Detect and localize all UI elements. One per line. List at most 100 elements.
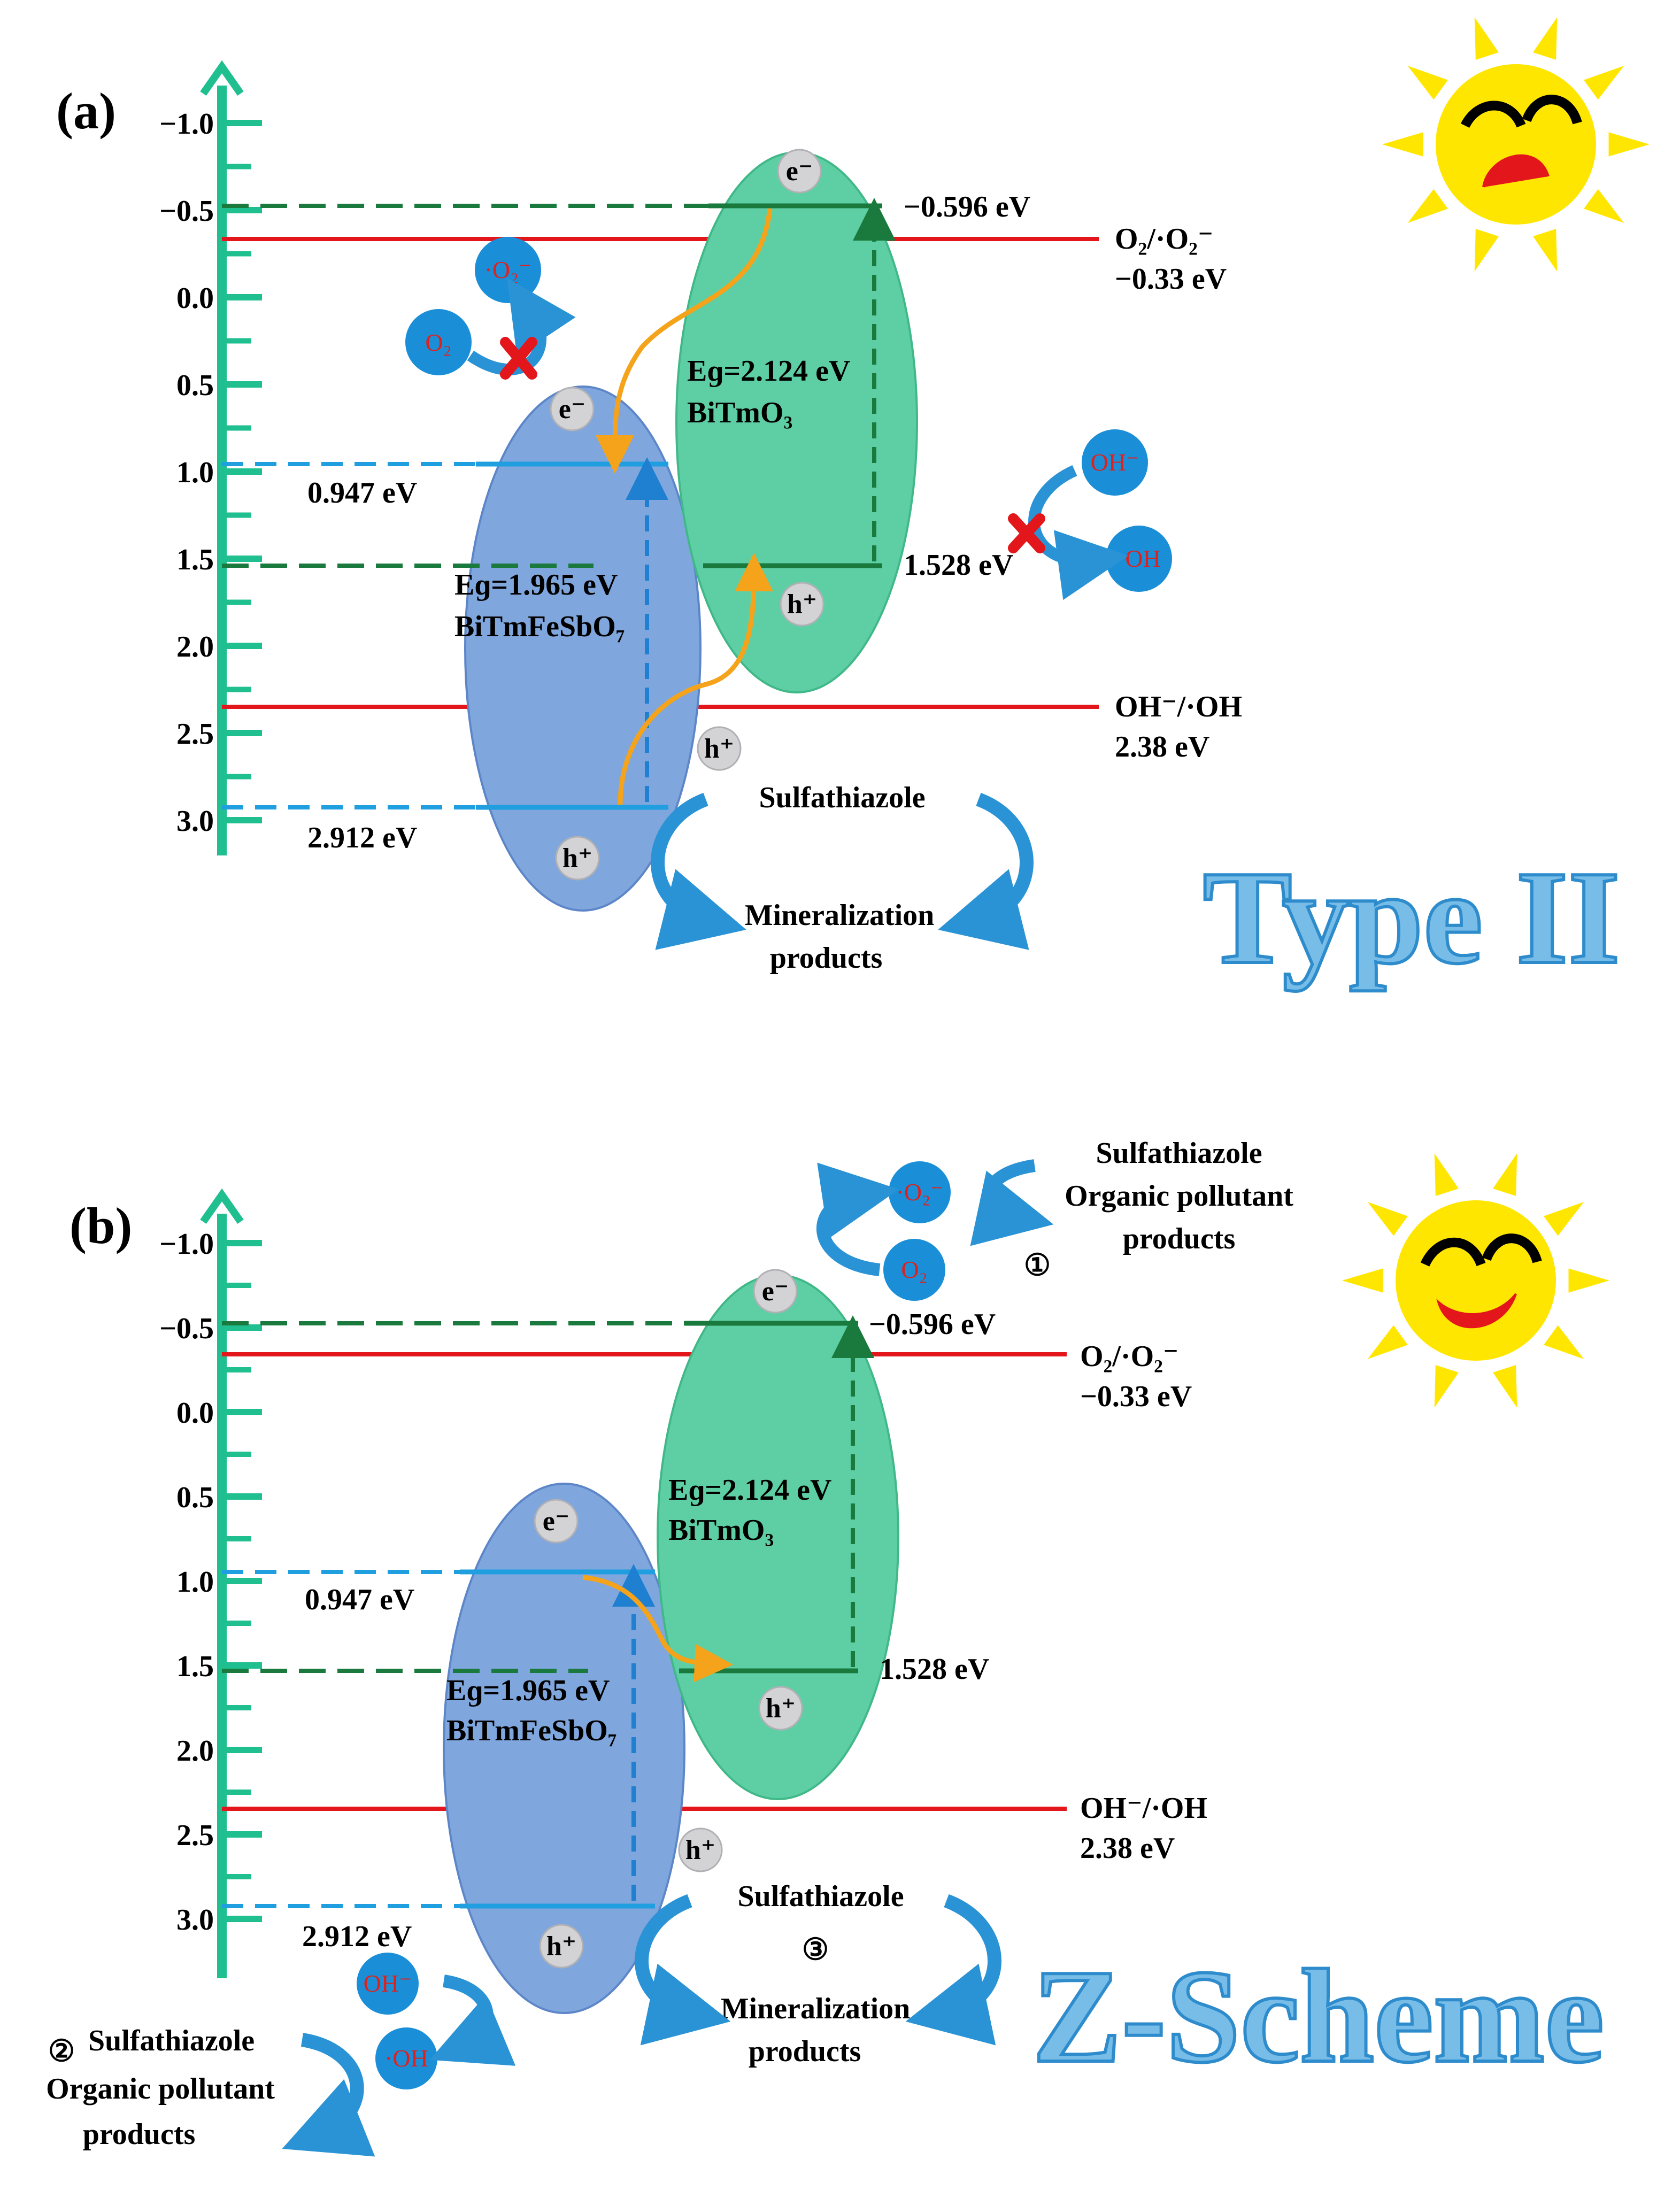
svg-text:h⁺: h⁺ <box>562 843 592 874</box>
svg-text:·O₂⁻: ·O₂⁻ <box>484 256 532 283</box>
cycle-arrow-right <box>938 792 1034 950</box>
electron-badge: e⁻ <box>534 1499 579 1544</box>
mechanism-title-b: Z-Scheme <box>1032 1942 1604 2091</box>
mechanism-title-a: Type II <box>1203 844 1620 992</box>
sad-sun-icon <box>1382 17 1650 272</box>
svg-text:e⁻: e⁻ <box>786 156 813 187</box>
o2-potential-label-a: −0.33 eV <box>1115 263 1227 296</box>
axis-tick-label: 1.0 <box>176 456 214 489</box>
superoxide-radical: ·O₂⁻ <box>475 237 541 303</box>
cycle-bottom-label-b: products <box>749 2035 861 2068</box>
green-cb-value-b: −0.596 eV <box>869 1308 996 1341</box>
svg-text:·OH: ·OH <box>384 2045 428 2072</box>
axis-tick-label: 1.0 <box>176 1565 214 1599</box>
oh-couple-label-b: OH⁻/·OH <box>1080 1792 1207 1825</box>
svg-text:e⁻: e⁻ <box>543 1506 570 1537</box>
sun-ray <box>1474 229 1499 272</box>
pathway-2-reactant: Sulfathiazole <box>88 2024 255 2057</box>
energy-axis-a: −1.0−0.50.00.51.01.52.02.53.0 <box>159 60 262 855</box>
axis-tick-label: 2.5 <box>176 718 214 751</box>
axis-tick-label: 3.0 <box>176 1903 214 1937</box>
cycle-arrow-right <box>905 1894 1001 2046</box>
panel-a-label: (a) <box>56 82 116 140</box>
sun-ray <box>1544 1325 1584 1359</box>
z-scheme-transfer-arrow <box>582 1575 733 1683</box>
hole-badge: h⁺ <box>678 1827 723 1872</box>
o2-molecule: O₂ <box>405 309 472 375</box>
hole-badge: h⁺ <box>780 582 824 627</box>
green-material-label-a: BiTmO₃ <box>687 396 792 429</box>
axis-tick-label: 0.5 <box>176 1481 214 1514</box>
oh-potential-label-a: 2.38 eV <box>1115 730 1209 763</box>
axis-tick-label: 0.5 <box>176 369 214 402</box>
axis-tick-label: 2.5 <box>176 1819 214 1852</box>
green-vb-value-a: 1.528 eV <box>904 549 1013 582</box>
svg-text:h⁺: h⁺ <box>787 589 817 620</box>
sun-ray <box>1407 189 1448 223</box>
hydroxide-ion: OH⁻ <box>1082 429 1148 496</box>
blue-material-label-a: BiTmFeSbO₇ <box>454 610 625 643</box>
green-eg-label-b: Eɡ=2.124 eV <box>668 1474 831 1507</box>
o2-molecule: O₂ <box>883 1239 945 1301</box>
green-material-label-b: BiTmO₃ <box>668 1514 774 1547</box>
cycle-arrow-left <box>635 1894 731 2046</box>
sun-ray <box>1474 17 1499 60</box>
sun-ray <box>1608 132 1650 157</box>
hole-badge: h⁺ <box>555 836 600 881</box>
axis-tick-label: 2.0 <box>176 1734 214 1768</box>
pathway-1-products: products <box>1123 1222 1236 1255</box>
axis-tick-label: 1.5 <box>176 1650 214 1683</box>
svg-text:h⁺: h⁺ <box>766 1693 796 1724</box>
svg-text:OH⁻: OH⁻ <box>1091 449 1139 476</box>
pathway-1-marker: ① <box>1024 1249 1051 1282</box>
axis-tick-label: −1.0 <box>159 1228 214 1261</box>
pathway-3-marker: ③ <box>802 1933 829 1966</box>
oh-couple-label-a: OH⁻/·OH <box>1115 690 1242 723</box>
svg-text:h⁺: h⁺ <box>704 734 734 764</box>
green-vb-value-b: 1.528 eV <box>880 1653 989 1686</box>
green-eg-label-a: Eɡ=2.124 eV <box>687 354 850 388</box>
blue-eg-label-b: Eɡ=1.965 eV <box>446 1674 610 1707</box>
electron-badge: e⁻ <box>753 1269 798 1314</box>
sun-ray <box>1434 1153 1459 1196</box>
pathway-2-marker: ② <box>48 2035 75 2068</box>
cycle-top-label-b: Sulfathiazole <box>737 1880 904 1913</box>
panel-b-label: (b) <box>70 1197 132 1254</box>
svg-text:h⁺: h⁺ <box>685 1835 715 1865</box>
svg-text:O₂: O₂ <box>425 329 451 356</box>
pathway-2-pollutant: Organic pollutant <box>46 2072 275 2106</box>
green-cb-value-a: −0.596 eV <box>904 190 1030 223</box>
panel-a: (a) −1.0−0.50.00.51.01.52.02.53.0 <box>56 17 1650 993</box>
o2-couple-label-b: O₂/·O₂⁻ <box>1080 1340 1179 1373</box>
sun-ray <box>1584 189 1624 223</box>
blocked-x-icon <box>1008 513 1045 553</box>
electron-badge: e⁻ <box>777 149 822 194</box>
oxidation-arrow <box>970 1159 1054 1246</box>
bitmfesbo7-band-a <box>464 385 702 912</box>
svg-text:e⁻: e⁻ <box>559 394 586 425</box>
axis-tick-label: 1.5 <box>176 543 214 576</box>
degradation-arrow <box>282 2033 375 2157</box>
svg-text:h⁺: h⁺ <box>546 1931 576 1962</box>
energy-axis-b: −1.0−0.50.00.51.01.52.02.53.0 <box>159 1188 262 1978</box>
sun-ray <box>1367 1202 1408 1236</box>
sun-ray <box>1342 1268 1383 1293</box>
axis-tick-label: 0.0 <box>176 282 214 315</box>
hydroxyl-radical: ·OH <box>1106 526 1172 592</box>
blue-cb-value-a: 0.947 eV <box>307 476 417 510</box>
happy-sun-icon <box>1342 1153 1609 1408</box>
blue-cb-value-b: 0.947 eV <box>305 1583 414 1616</box>
panel-b: (b) −1.0−0.50.00.51.01.52.02.53.0 e⁻ e⁻ <box>46 1137 1609 2157</box>
hydroxyl-radical: ·OH <box>375 2027 437 2089</box>
electron-badge: e⁻ <box>550 387 595 431</box>
blue-vb-value-b: 2.912 eV <box>302 1920 412 1953</box>
sun-ray <box>1407 66 1448 100</box>
sun-ray <box>1533 17 1558 60</box>
hole-badge: h⁺ <box>697 726 742 771</box>
blocked-x-icon <box>500 337 537 380</box>
oxidation-arrow <box>429 1975 516 2066</box>
cycle-top-label-a: Sulfathiazole <box>759 781 925 814</box>
axis-tick-label: 3.0 <box>176 805 214 838</box>
hydroxide-ion: OH⁻ <box>357 1953 419 2015</box>
